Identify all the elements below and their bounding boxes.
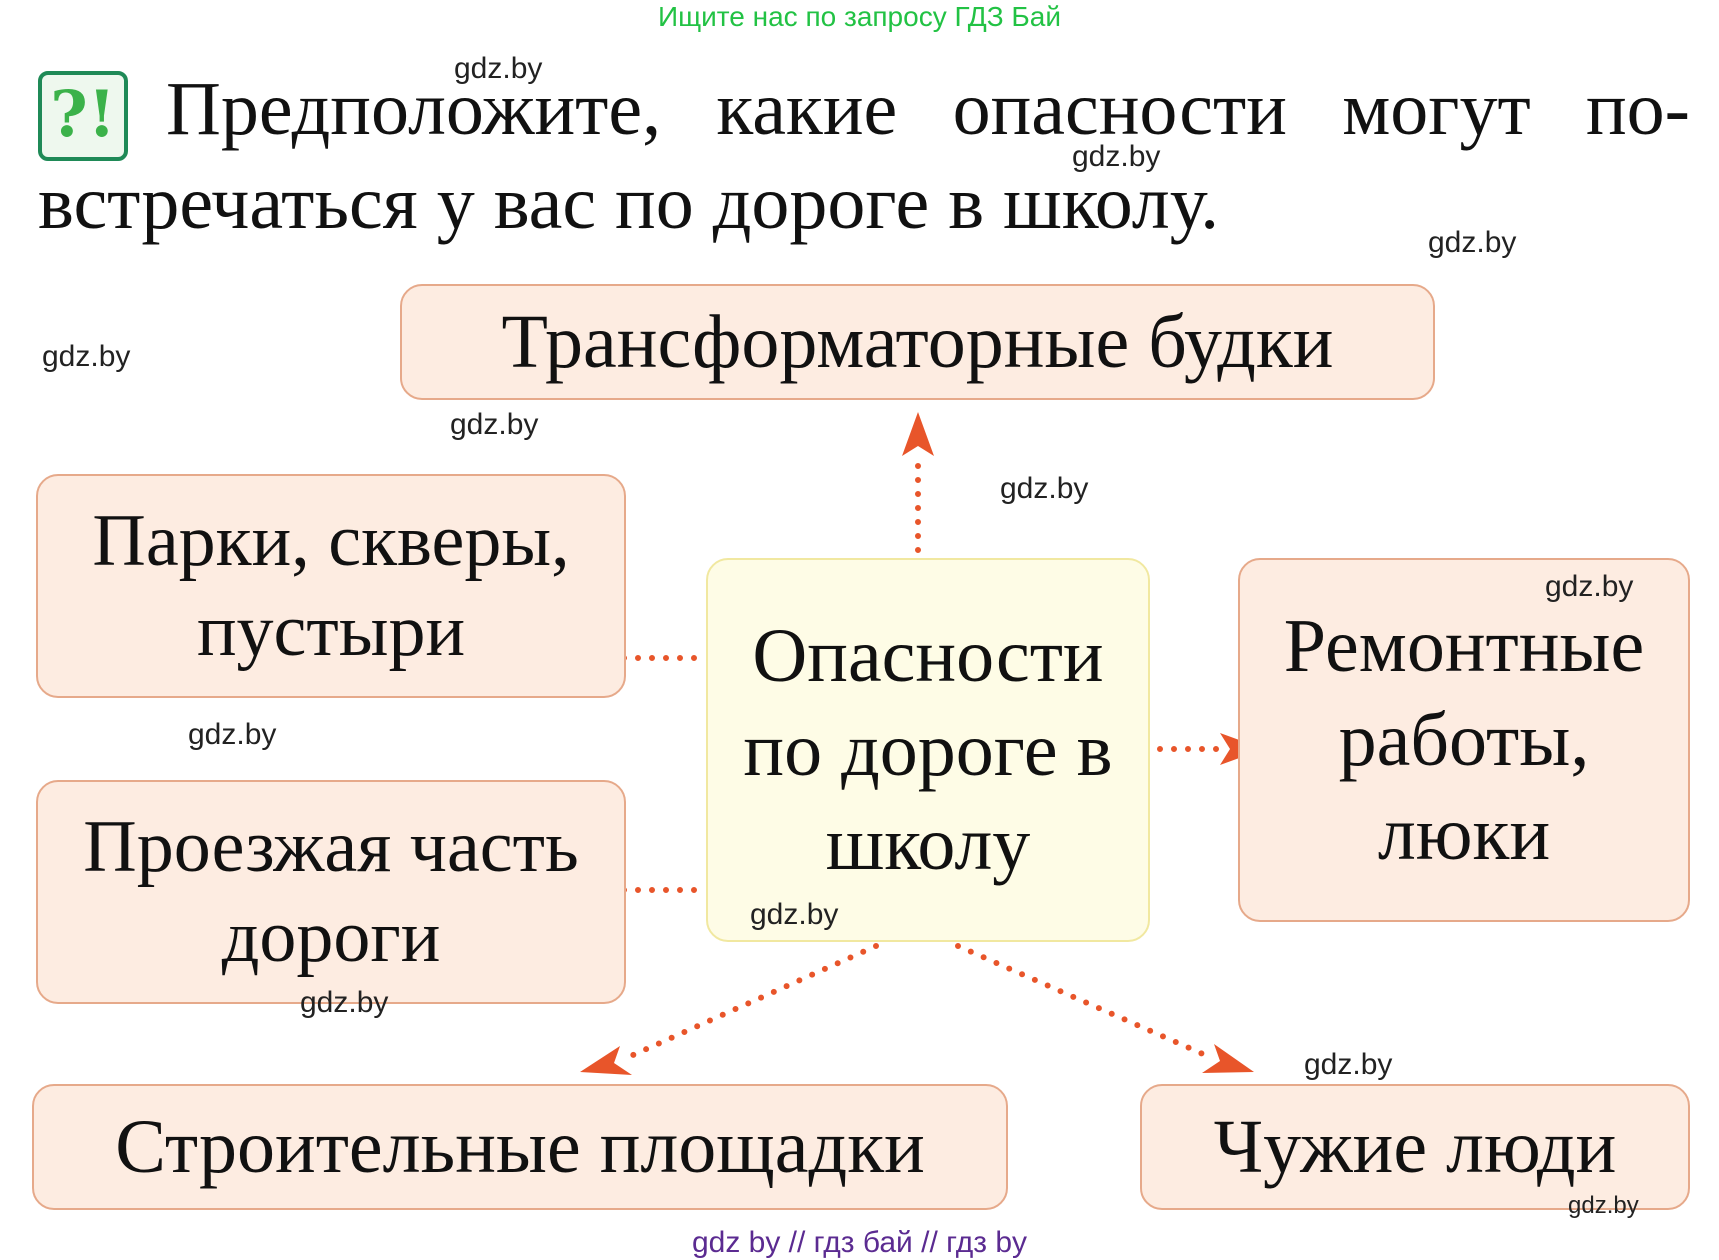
node-repairs: Ремонтные работы, люки xyxy=(1238,558,1690,922)
watermark: gdz.by xyxy=(300,986,389,1019)
arrow-to-transformers xyxy=(902,412,934,553)
watermark: gdz.by xyxy=(454,52,543,85)
node-parks-label: Парки, скверы, пустыри xyxy=(92,500,570,672)
watermark: gdz.by xyxy=(42,340,131,373)
watermark: gdz.by xyxy=(450,408,539,441)
footer-watermark: gdz by // гдз бай // гдз by xyxy=(691,1226,1028,1259)
watermark: gdz.by xyxy=(1000,472,1089,505)
node-center: Опасности по дороге в школу xyxy=(706,558,1150,942)
arrow-to-construction xyxy=(580,943,879,1075)
top-banner: Ищите нас по запросу ГДЗ Бай xyxy=(657,1,1062,32)
node-construction: Строительные площадки xyxy=(32,1084,1008,1210)
node-strangers-label: Чужие люди xyxy=(1213,1105,1617,1189)
node-center-label: Опасности по дороге в школу xyxy=(743,614,1113,886)
watermark: gdz.by xyxy=(1568,1192,1639,1219)
watermark: gdz.by xyxy=(1072,140,1161,173)
node-transformers: Трансформаторные будки xyxy=(400,284,1435,400)
node-roadway-label: Проезжая часть дороги xyxy=(83,806,579,978)
node-strangers: Чужие люди xyxy=(1140,1084,1690,1210)
question-exclamation-icon: ?! xyxy=(38,71,128,161)
watermark: gdz.by xyxy=(1545,570,1634,603)
task-question: Предположите, какие опасности могут по- … xyxy=(38,62,1690,250)
node-repairs-label: Ремонтные работы, люки xyxy=(1283,604,1645,876)
watermark: gdz.by xyxy=(188,718,277,751)
task-question-text: Предположите, какие опасности могут по- … xyxy=(38,67,1690,245)
watermark: gdz.by xyxy=(750,898,839,931)
watermark: gdz.by xyxy=(1428,226,1517,259)
node-parks: Парки, скверы, пустыри xyxy=(36,474,626,698)
node-construction-label: Строительные площадки xyxy=(115,1105,925,1189)
watermark: gdz.by xyxy=(1304,1048,1393,1081)
node-transformers-label: Трансформаторные будки xyxy=(501,300,1334,384)
arrow-to-strangers xyxy=(955,943,1254,1073)
node-roadway: Проезжая часть дороги xyxy=(36,780,626,1004)
